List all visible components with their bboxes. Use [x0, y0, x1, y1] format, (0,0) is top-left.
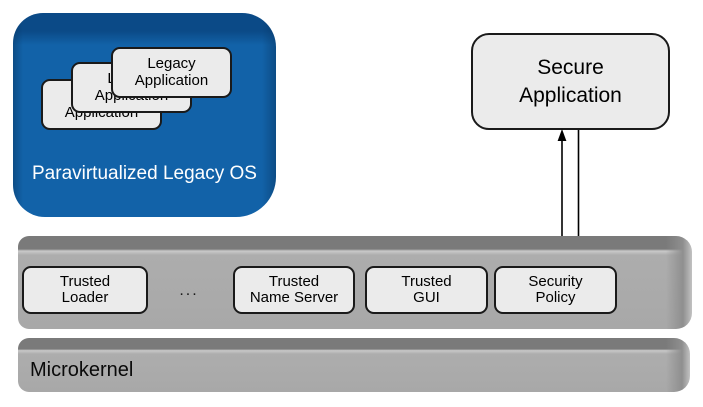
microkernel-label: Microkernel [30, 358, 134, 381]
security-policy-label-line: Policy [535, 289, 576, 306]
trusted-name-server-node: Trusted Name Server [233, 266, 355, 314]
paravirtualized-legacy-os-block: Legacy Application Legacy Application Le… [13, 13, 276, 217]
arrow-up-head-icon [557, 129, 567, 141]
trusted-gui-label-line: Trusted [401, 272, 452, 290]
trusted-name-server-label-line: Name Server [249, 289, 339, 306]
legacy-application-label-line: Legacy [147, 55, 196, 72]
trusted-loader-label-line: Loader [61, 289, 109, 306]
legacy-application-node-front: Legacy Application [111, 47, 232, 98]
ellipsis-more-components: ... [179, 282, 199, 299]
trusted-components-bar: Trusted Loader ... Trusted Name Server T… [18, 236, 692, 329]
legacy-application-label-line: Application [134, 71, 209, 89]
paravirtualized-legacy-os-label: Paravirtualized Legacy OS [32, 163, 257, 184]
trusted-gui-node: Trusted GUI [365, 266, 488, 314]
security-policy-node: Security Policy [494, 266, 617, 314]
secure-application-label-line: Secure [537, 55, 604, 79]
trusted-loader-node: Trusted Loader [22, 266, 148, 314]
secure-application-label-line: Application [519, 83, 622, 107]
trusted-loader-label-line: Trusted [59, 272, 111, 290]
microkernel-bar: Microkernel [18, 338, 690, 392]
trusted-gui-label-line: GUI [413, 289, 440, 306]
secure-application-node: Secure Application [471, 33, 670, 130]
trusted-name-server-label-line: Trusted [268, 272, 320, 290]
security-policy-label-line: Security [528, 272, 583, 290]
